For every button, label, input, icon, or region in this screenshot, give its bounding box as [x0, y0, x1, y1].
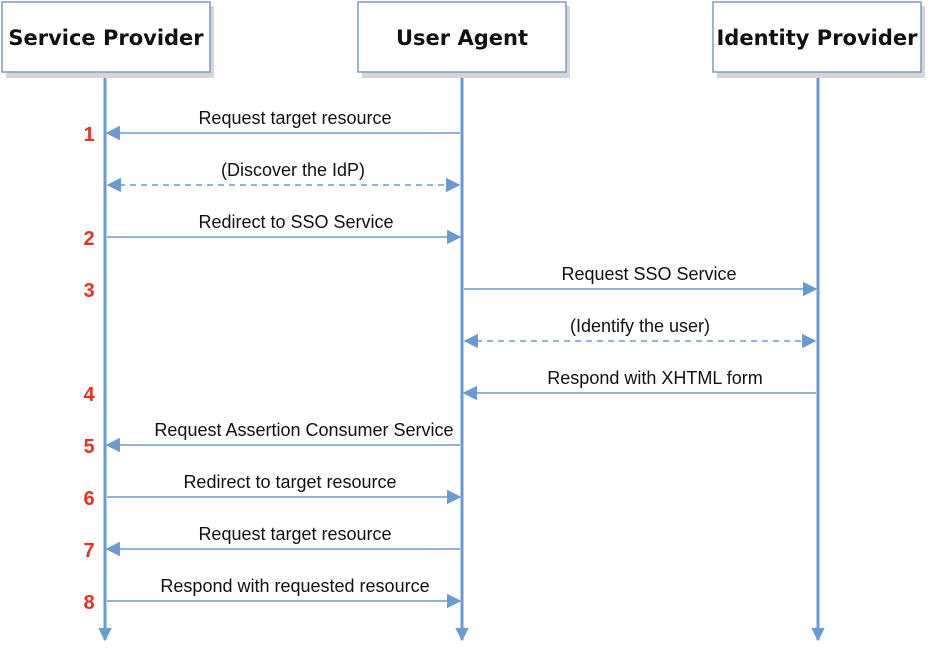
message-label: Respond with XHTML form: [547, 368, 762, 388]
message-3: Request SSO Service 3: [83, 264, 818, 302]
message-label: Request target resource: [198, 108, 391, 128]
step-number: 4: [83, 384, 95, 406]
lifelines: [98, 74, 825, 642]
actor-box: [712, 1, 922, 73]
step-number: 2: [83, 228, 94, 250]
message-label: (Discover the IdP): [221, 160, 365, 180]
step-number: 8: [83, 592, 94, 614]
step-number: 7: [83, 540, 94, 562]
message-6: Redirect to target resource 6: [83, 472, 462, 510]
actor-identity-provider: Identity Provider: [712, 1, 925, 78]
step-number: 1: [83, 124, 94, 146]
message-identify-user: (Identify the user): [463, 316, 817, 349]
message-1: Request target resource 1: [83, 108, 460, 146]
message-label: Redirect to SSO Service: [198, 212, 393, 232]
message-discover-idp: (Discover the IdP): [106, 160, 461, 193]
message-label: (Identify the user): [570, 316, 710, 336]
message-4: Respond with XHTML form 4: [83, 368, 816, 406]
message-label: Request SSO Service: [561, 264, 736, 284]
actor-label-user-agent: User Agent: [396, 26, 528, 50]
messages: Request target resource 1 (Discover the …: [83, 108, 818, 614]
message-label: Respond with requested resource: [160, 576, 429, 596]
actor-label-service-provider: Service Provider: [8, 26, 204, 50]
actor-label-identity-provider: Identity Provider: [716, 26, 918, 50]
message-label: Redirect to target resource: [183, 472, 396, 492]
actor-box: [357, 1, 567, 73]
message-2: Redirect to SSO Service 2: [83, 212, 462, 250]
message-5: Request Assertion Consumer Service 5: [83, 420, 460, 458]
step-number: 6: [83, 488, 94, 510]
step-number: 3: [83, 280, 94, 302]
step-number: 5: [83, 436, 94, 458]
message-label: Request Assertion Consumer Service: [154, 420, 453, 440]
message-7: Request target resource 7: [83, 524, 460, 562]
actor-service-provider: Service Provider: [1, 1, 214, 78]
message-label: Request target resource: [198, 524, 391, 544]
actor-box: [1, 1, 211, 73]
message-8: Respond with requested resource 8: [83, 576, 462, 614]
actor-user-agent: User Agent: [357, 1, 570, 78]
